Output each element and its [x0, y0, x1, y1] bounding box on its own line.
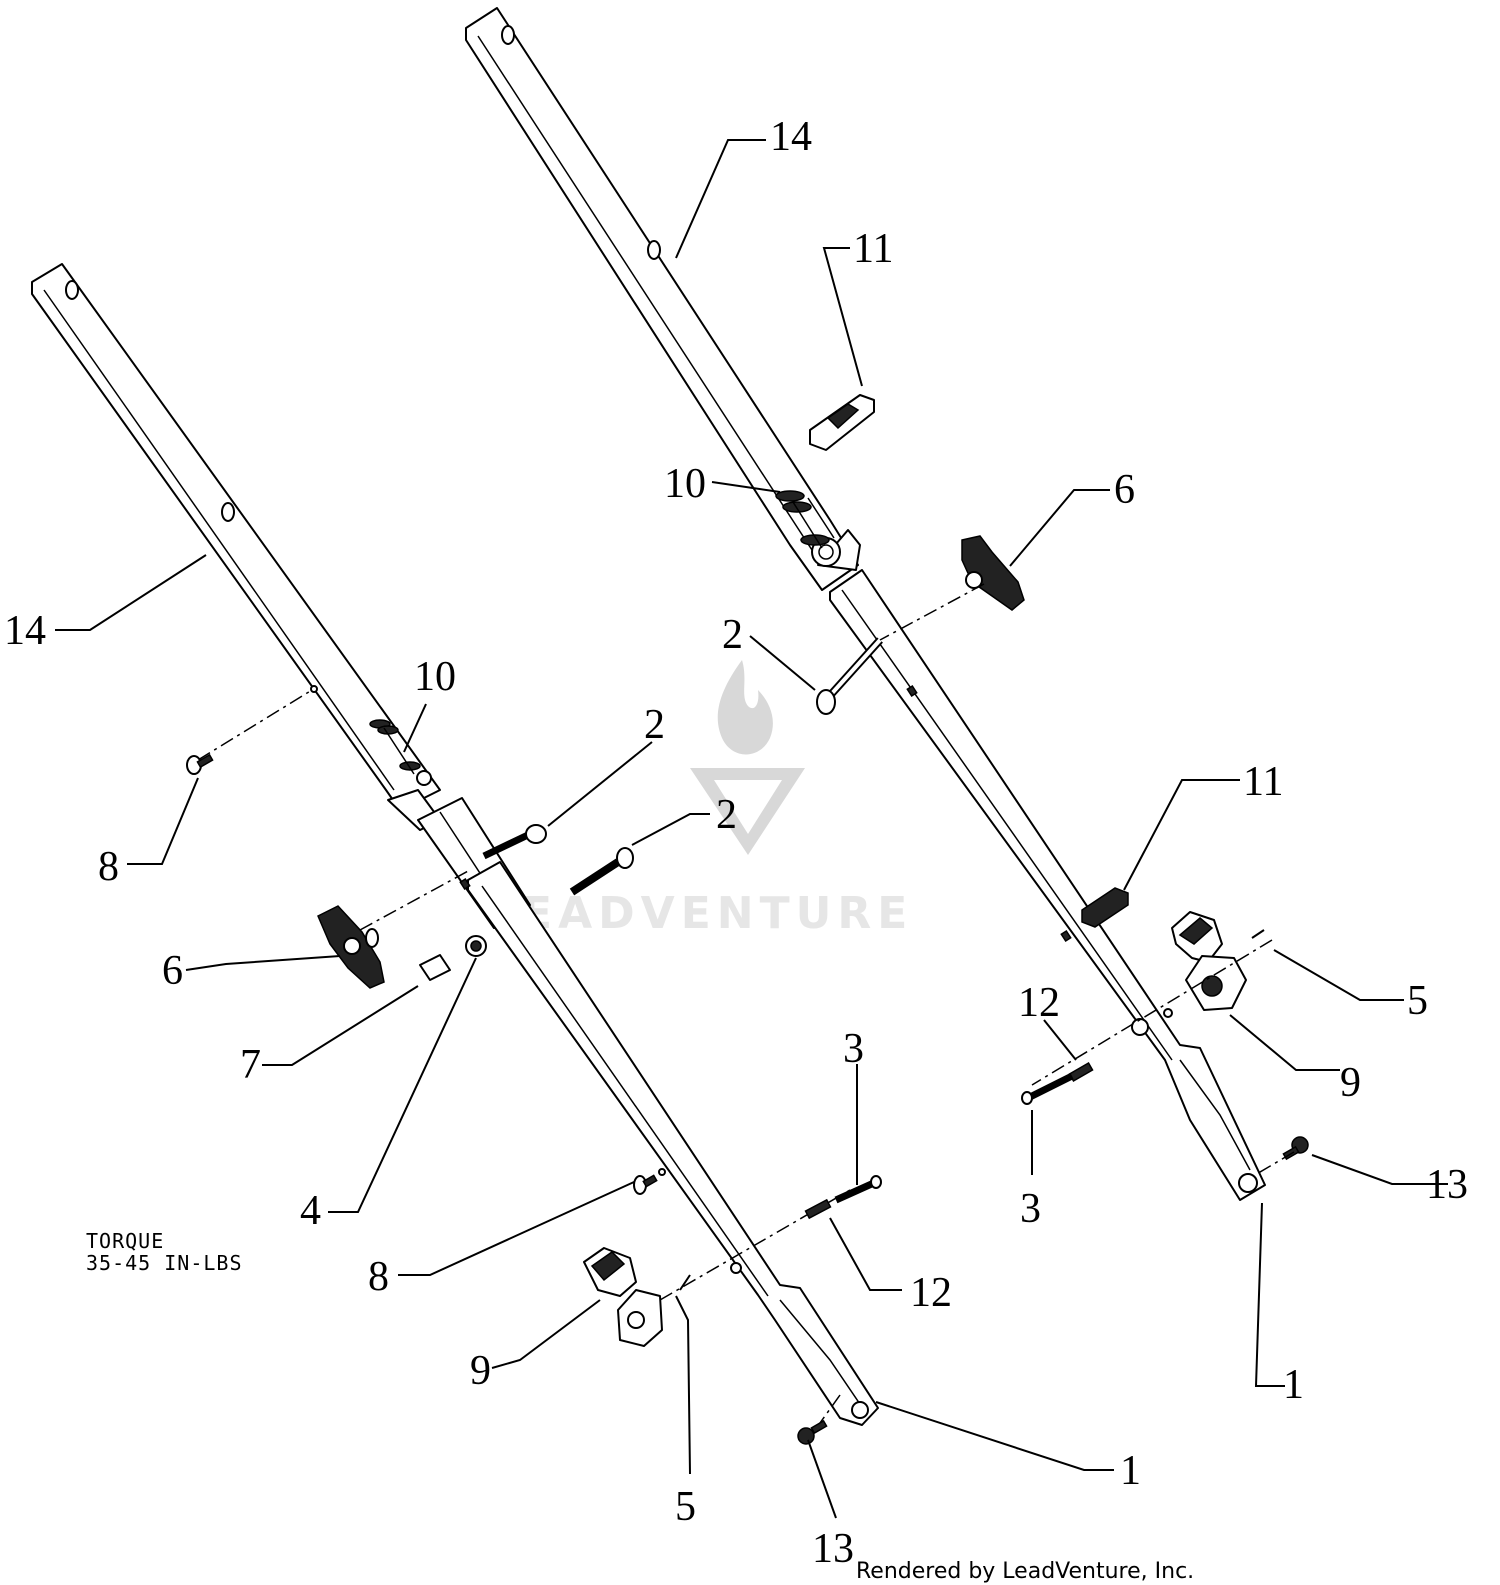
callout-r11b: 11 — [1243, 759, 1283, 805]
right-clip-part-11-lower — [1081, 887, 1129, 928]
left-lower-handle-tube — [467, 861, 879, 1426]
left-knob-part-6 — [317, 905, 385, 989]
callout-l4: 4 — [300, 1188, 321, 1234]
callout-l2a: 2 — [644, 702, 665, 748]
left-spacer-part-7 — [419, 954, 451, 981]
callout-r11a: 11 — [853, 226, 893, 272]
callout-r10: 10 — [664, 461, 706, 507]
callout-l13: 13 — [812, 1526, 854, 1572]
left-bolt-part-2-lower — [569, 847, 634, 896]
right-lower-handle-tube — [829, 569, 1266, 1201]
torque-note-line1: TORQUE — [86, 1229, 164, 1253]
right-handle-assembly — [465, 7, 1309, 1201]
callout-r2: 2 — [722, 612, 743, 658]
watermark-v-logo-icon — [690, 768, 805, 855]
leader-lines — [55, 139, 1448, 1519]
left-bolt-part-2-upper — [482, 824, 547, 860]
left-cam-lever-part-9 — [583, 1247, 663, 1347]
callout-r6: 6 — [1114, 467, 1135, 513]
callout-labels: 14 11 10 6 2 11 5 12 9 3 13 1 14 10 2 2 … — [4, 114, 1468, 1572]
left-pin-part-3 — [834, 1175, 882, 1204]
left-spring-part-12 — [804, 1198, 832, 1220]
watermark-flame-icon — [717, 660, 773, 755]
left-bolt-part-13 — [797, 1419, 828, 1445]
callout-l7: 7 — [240, 1042, 261, 1088]
callout-l10: 10 — [414, 654, 456, 700]
torque-note-line2: 35-45 IN-LBS — [86, 1251, 243, 1275]
right-bolt-part-2 — [816, 637, 883, 715]
right-knob-part-6 — [961, 535, 1025, 611]
left-spring-part-10 — [369, 719, 432, 786]
callout-l8b: 8 — [368, 1254, 389, 1300]
callout-l8a: 8 — [98, 844, 119, 890]
left-screw-part-8-lower — [633, 1174, 658, 1195]
right-spring-part-10 — [775, 490, 835, 549]
right-pin-part-3 — [1021, 1072, 1074, 1105]
left-screw-part-8-upper — [186, 753, 214, 775]
torque-note: TORQUE 35-45 IN-LBS — [86, 1229, 243, 1275]
right-upper-handle-tube — [465, 7, 859, 591]
right-cam-lever-part-9 — [1171, 911, 1247, 1011]
right-clip-part-11-upper — [809, 394, 875, 451]
callout-r13: 13 — [1426, 1162, 1468, 1208]
watermark: LEADVENTURE — [488, 660, 913, 939]
callout-r1: 1 — [1283, 1362, 1304, 1408]
callout-l6: 6 — [162, 948, 183, 994]
callout-l14: 14 — [4, 608, 46, 654]
callout-l5: 5 — [675, 1484, 696, 1530]
watermark-text: LEADVENTURE — [488, 888, 913, 939]
left-handle-assembly — [31, 263, 882, 1445]
callout-r3: 3 — [1020, 1186, 1041, 1232]
callout-l9: 9 — [470, 1348, 491, 1394]
callout-r9: 9 — [1340, 1060, 1361, 1106]
callout-l12: 12 — [910, 1270, 952, 1316]
callout-l2b: 2 — [716, 792, 737, 838]
callout-r12: 12 — [1018, 980, 1060, 1026]
callout-l1: 1 — [1120, 1448, 1141, 1494]
render-credit: Rendered by LeadVenture, Inc. — [856, 1559, 1194, 1584]
left-nut-part-4 — [465, 935, 487, 957]
callout-l3: 3 — [843, 1026, 864, 1072]
callout-r5: 5 — [1407, 978, 1428, 1024]
callout-r14: 14 — [770, 114, 812, 160]
